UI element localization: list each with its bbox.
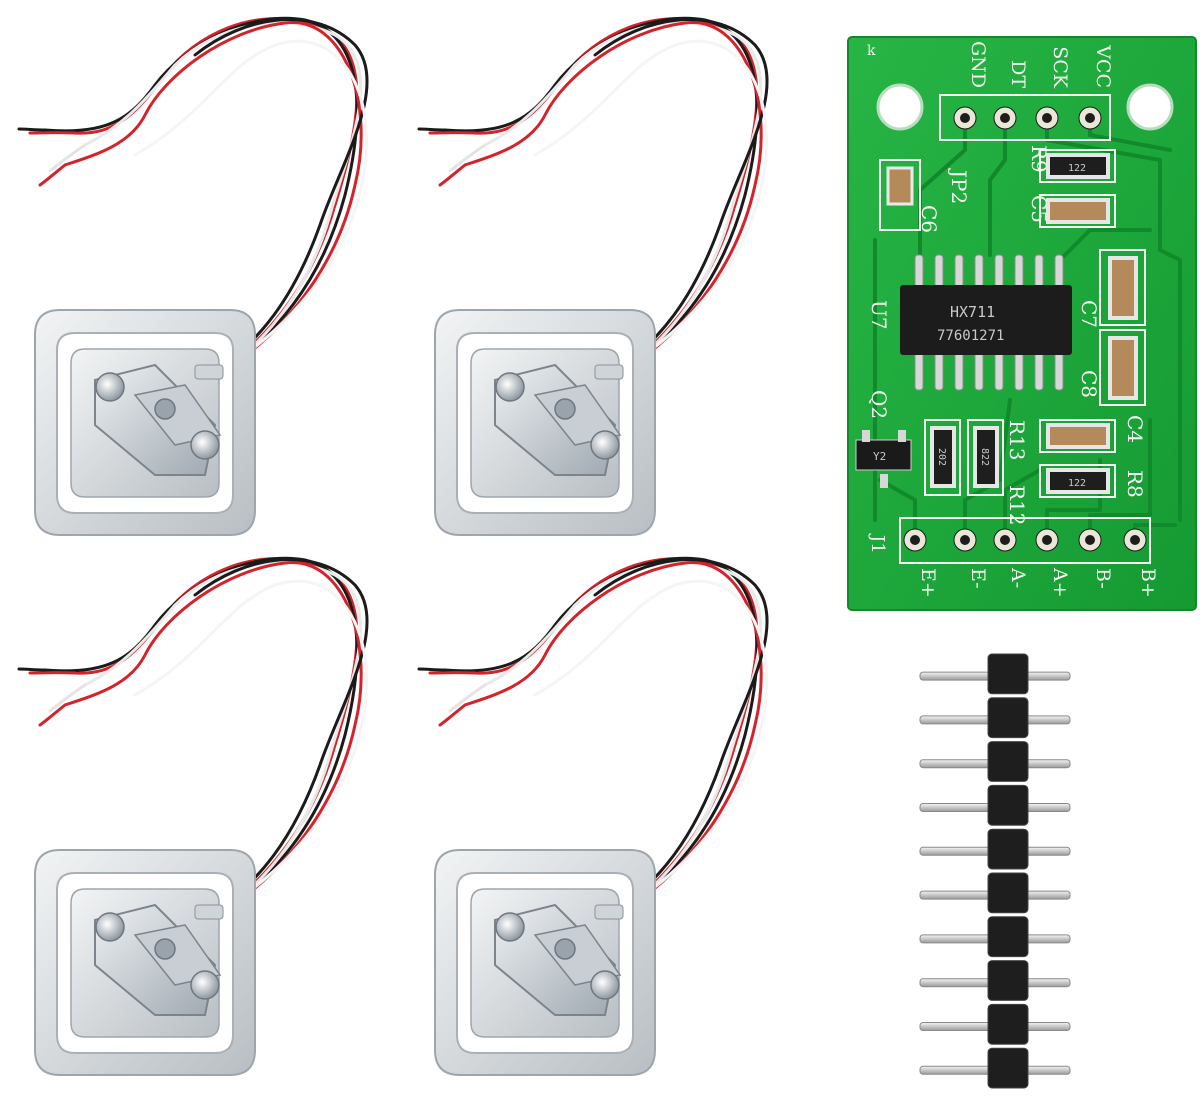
header-block (987, 916, 1029, 958)
r12-code: 202 (936, 448, 947, 466)
label-r13: R13 (1005, 420, 1029, 461)
pin-label-dt: DT (1007, 60, 1029, 88)
label-c5: C5 (1027, 195, 1051, 223)
chip-name: HX711 (950, 303, 995, 321)
pin-label-sck: SCK (1049, 46, 1071, 89)
header-block (987, 1047, 1029, 1089)
label-c4: C4 (1123, 415, 1147, 443)
label-u7: U7 (867, 300, 891, 330)
label-r9: R9 (1027, 145, 1051, 173)
label-r8: R8 (1123, 470, 1147, 498)
pin-label-e-plus: E+ (917, 568, 939, 598)
pin-label-e-minus: E- (967, 568, 989, 589)
label-r12: R12 (1005, 485, 1029, 526)
header-block (987, 828, 1029, 870)
r9-code: 122 (1068, 163, 1086, 174)
pin-label-vcc: VCC (1092, 44, 1114, 88)
label-c6: C6 (917, 205, 941, 233)
pin-header (919, 653, 1071, 1089)
label-q2: Q2 (867, 390, 891, 419)
header-block (987, 872, 1029, 914)
header-block (987, 697, 1029, 739)
pin-label-gnd: GND (967, 41, 989, 88)
label-c8: C8 (1077, 370, 1101, 398)
q2-code: Y2 (873, 450, 886, 463)
label-j1: J1 (867, 533, 888, 554)
r13-code: 822 (979, 448, 990, 466)
hx711-board: GND DT SCK VCC k JP2 C6 122 R9 C5 (847, 36, 1197, 611)
hx711-chip: HX711 77601271 (900, 254, 1072, 391)
header-block (987, 1003, 1029, 1045)
pin-label-b-minus: B- (1092, 568, 1114, 589)
corner-mark: k (867, 43, 876, 59)
label-jp2: JP2 (947, 168, 971, 204)
pin-label-a-plus: A+ (1049, 567, 1071, 598)
header-block (987, 741, 1029, 782)
header-block (987, 784, 1029, 826)
r8-code: 122 (1068, 478, 1086, 489)
pin-label-a-minus: A- (1007, 567, 1029, 588)
label-c7: C7 (1077, 300, 1101, 328)
chip-code: 77601271 (937, 328, 1004, 344)
pin-label-b-plus: B+ (1137, 568, 1159, 598)
header-block (987, 960, 1029, 1001)
header-block (987, 653, 1029, 695)
